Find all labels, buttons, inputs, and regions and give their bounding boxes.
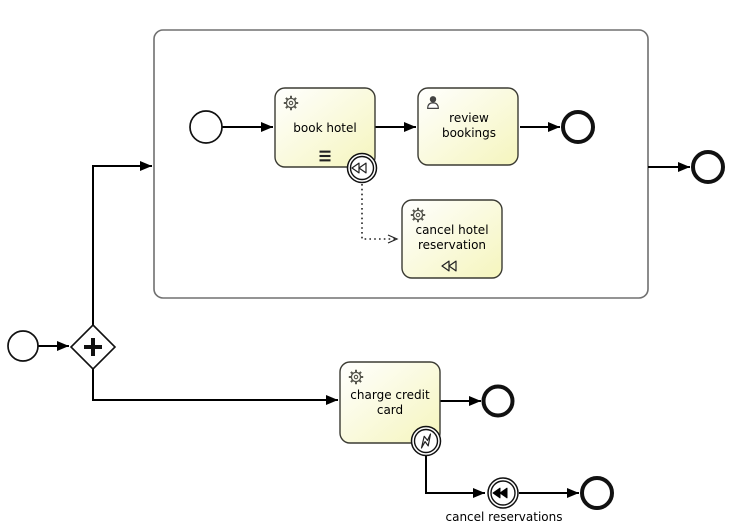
compensation-throw-event[interactable]	[487, 477, 519, 509]
parallel-gateway[interactable]	[69, 323, 117, 371]
outer-end-event[interactable]	[691, 150, 725, 184]
flow-error-to-compthrow	[425, 456, 485, 498]
subprocess-start-event[interactable]	[189, 110, 223, 144]
flow-gateway-to-charge	[92, 369, 338, 405]
task-label: bookings	[442, 126, 496, 140]
task-label: book hotel	[293, 121, 356, 135]
flow-gateway-to-subprocess	[92, 161, 152, 325]
event-label-cancel-reservations: cancel reservations	[446, 510, 563, 524]
task-review-bookings[interactable]: review bookings	[417, 87, 519, 166]
task-label: reservation	[418, 238, 486, 252]
charge-end-event[interactable]	[481, 384, 515, 418]
task-charge-credit-card[interactable]: charge credit card	[339, 361, 441, 444]
sequential-multi-instance-icon	[319, 150, 331, 162]
task-label: cancel hotel	[415, 223, 488, 237]
final-end-event[interactable]	[580, 476, 614, 510]
subprocess-booking[interactable]	[153, 29, 649, 299]
error-boundary-event[interactable]	[410, 425, 442, 457]
task-cancel-hotel-reservation[interactable]: cancel hotel reservation	[401, 199, 503, 279]
subprocess-end-event[interactable]	[561, 110, 595, 144]
plus-icon	[84, 338, 102, 356]
task-label: charge credit	[350, 388, 430, 402]
sequence-flows	[38, 122, 690, 498]
task-label: review	[449, 111, 489, 125]
compensation-boundary-event[interactable]	[346, 152, 378, 184]
task-book-hotel[interactable]: book hotel	[274, 87, 376, 168]
outer-start-event[interactable]	[7, 330, 39, 362]
task-label: card	[377, 403, 403, 417]
association-compensation	[361, 184, 399, 244]
